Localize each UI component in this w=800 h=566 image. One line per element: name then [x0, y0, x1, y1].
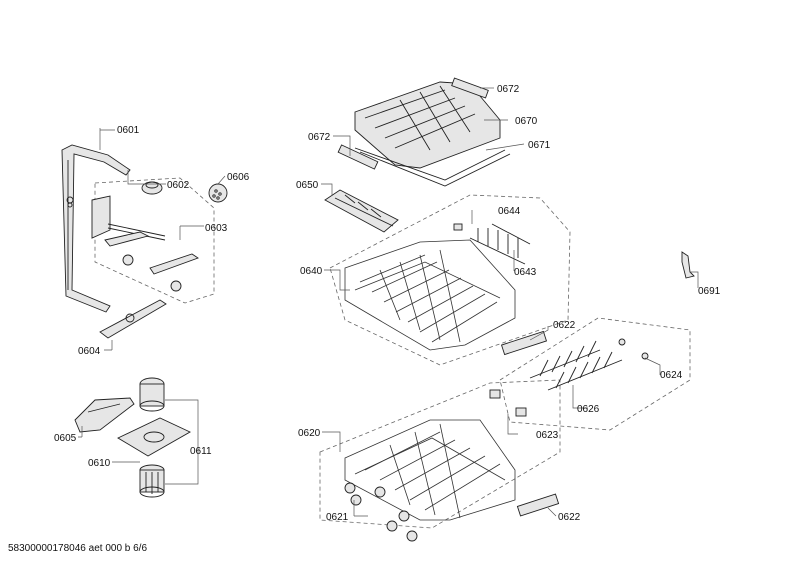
label-0650: 0650 — [296, 180, 319, 191]
label-0604: 0604 — [78, 346, 101, 357]
rail-clip-right — [451, 77, 489, 99]
label-0640: 0640 — [300, 266, 323, 277]
flat-filter — [117, 417, 191, 457]
tine-racks — [469, 223, 531, 265]
label-0622-lower: 0622 — [558, 512, 581, 523]
label-0672-top: 0672 — [497, 84, 520, 95]
label-0672-left: 0672 — [308, 132, 331, 143]
label-0602: 0602 — [167, 180, 190, 191]
label-0603: 0603 — [205, 223, 228, 234]
shelf-clip-a — [618, 338, 626, 346]
cup-shelf-tines — [529, 340, 623, 391]
rail-clip-left — [337, 144, 379, 170]
label-0610: 0610 — [88, 458, 111, 469]
label-0611: 0611 — [190, 446, 212, 457]
label-0606: 0606 — [227, 172, 250, 183]
group-outline-cup-shelf — [499, 317, 691, 431]
knife-rack — [324, 189, 399, 233]
filter-disc — [208, 183, 228, 203]
shelf-clip-b — [641, 352, 649, 360]
upper-basket — [344, 239, 516, 351]
rack-adjusters — [489, 389, 527, 417]
label-0643: 0643 — [514, 267, 537, 278]
label-0621: 0621 — [326, 512, 349, 523]
small-clip — [453, 223, 463, 231]
label-0691: 0691 — [698, 286, 721, 297]
hook — [681, 251, 695, 279]
label-0626: 0626 — [577, 404, 600, 415]
basket-wheels — [344, 482, 418, 542]
upper-spray-arm-assembly — [91, 195, 199, 292]
lower-basket — [344, 419, 516, 521]
label-0601: 0601 — [117, 125, 140, 136]
document-footer-code: 58300000178046 aet 000 b 6/6 — [8, 543, 148, 554]
label-0671: 0671 — [528, 140, 551, 151]
group-outline-spray-arm — [94, 177, 215, 304]
label-0644: 0644 — [498, 206, 521, 217]
label-0623: 0623 — [536, 430, 559, 441]
group-outline-upper-rack — [329, 194, 571, 366]
cutlery-drawer — [354, 81, 501, 169]
group-outline-lower-rack — [319, 379, 561, 529]
label-0622-upper: 0622 — [553, 320, 576, 331]
label-0670: 0670 — [515, 116, 538, 127]
label-0620: 0620 — [298, 428, 321, 439]
pipe-connector — [141, 181, 163, 195]
water-supply-pipe — [61, 144, 131, 313]
lower-spray-arm — [99, 299, 167, 339]
leader-lines — [78, 87, 699, 517]
rail-handle-lower — [516, 493, 560, 517]
label-0624: 0624 — [660, 370, 683, 381]
filter-housing — [139, 377, 165, 412]
fine-filter-cylinder — [139, 464, 165, 498]
label-0605: 0605 — [54, 433, 77, 444]
sump-cover — [74, 397, 135, 433]
drawer-rail-frame — [354, 147, 511, 187]
